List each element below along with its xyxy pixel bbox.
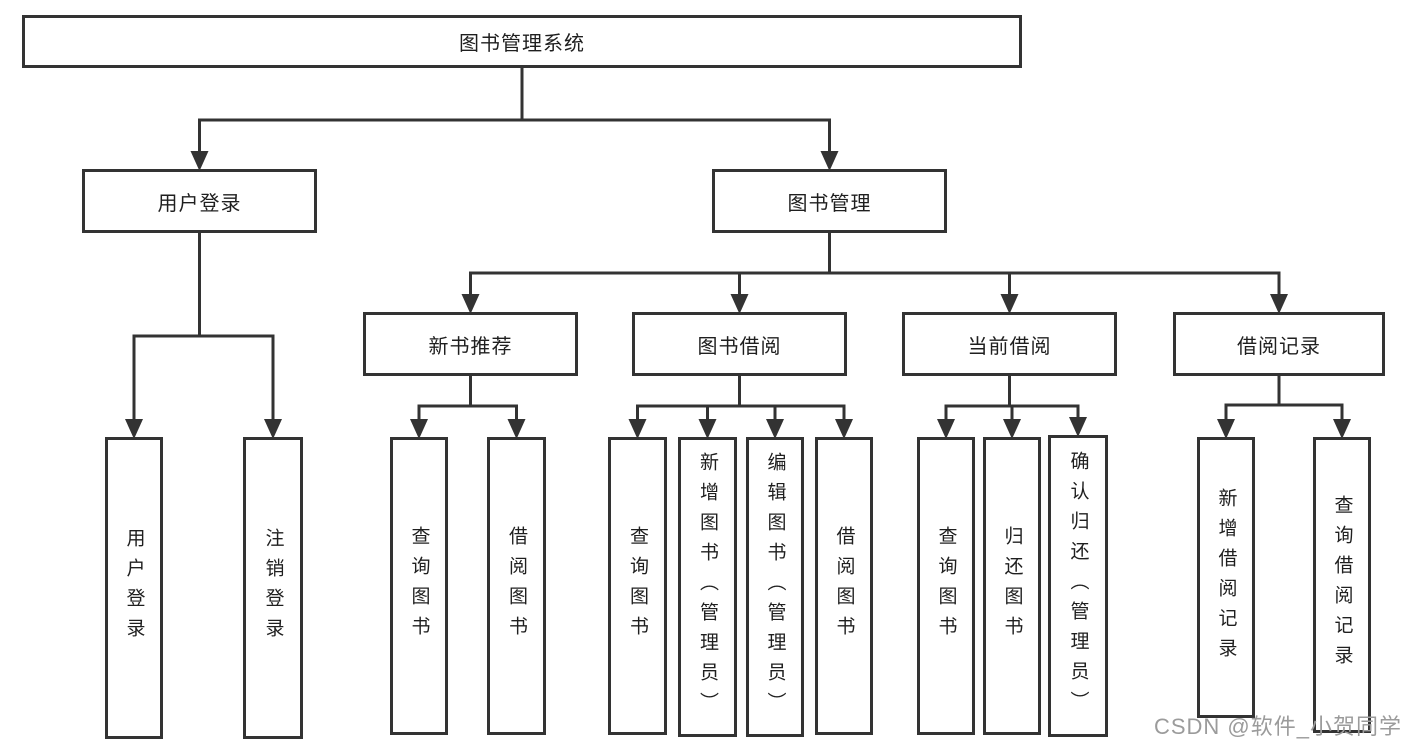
arrowhead-icon — [820, 151, 839, 171]
node-b-edit: 编辑图书（管理员） — [746, 437, 804, 737]
node-b-add: 新增图书（管理员） — [678, 437, 737, 737]
arrowhead-icon — [190, 151, 209, 171]
node-b-query: 查询图书 — [608, 437, 667, 735]
node-mgmt: 图书管理 — [712, 169, 947, 233]
arrowhead-icon — [1003, 419, 1021, 439]
node-label: 用户登录 — [123, 528, 145, 648]
arrowhead-icon — [1000, 294, 1019, 314]
node-label: 查询图书 — [408, 526, 430, 646]
arrowhead-icon — [507, 419, 526, 439]
node-c-return: 归还图书 — [983, 437, 1041, 735]
arrowhead-icon — [698, 419, 717, 439]
node-label: 归还图书 — [1001, 526, 1023, 646]
node-label: 注销登录 — [262, 528, 284, 648]
node-label: 图书管理系统 — [459, 33, 585, 55]
arrowhead-icon — [835, 419, 853, 439]
node-nb-borrow: 借阅图书 — [487, 437, 546, 735]
node-label: 新书推荐 — [428, 335, 513, 358]
watermark: CSDN @软件_小贺同学 — [1153, 714, 1402, 739]
node-label: 新增图书（管理员） — [697, 452, 718, 722]
arrowhead-icon — [461, 294, 480, 314]
node-login: 用户登录 — [82, 169, 317, 233]
arrowhead-icon — [937, 419, 955, 439]
arrowhead-icon — [766, 419, 784, 439]
node-r-query: 查询借阅记录 — [1313, 437, 1371, 733]
arrowhead-icon — [410, 419, 428, 439]
node-r-add: 新增借阅记录 — [1197, 437, 1255, 718]
node-label: 图书借阅 — [697, 335, 782, 358]
node-label: 当前借阅 — [967, 335, 1052, 358]
node-label: 编辑图书（管理员） — [764, 452, 786, 722]
arrowhead-icon — [125, 419, 143, 439]
node-label: 用户登录 — [157, 192, 242, 215]
arrowhead-icon — [1069, 417, 1087, 437]
node-label: 借阅图书 — [833, 526, 855, 646]
node-label: 查询借阅记录 — [1331, 495, 1353, 675]
arrowhead-icon — [628, 419, 647, 439]
arrowhead-icon — [1270, 294, 1288, 314]
node-label: 查询图书 — [935, 526, 957, 646]
node-label: 借阅图书 — [506, 526, 527, 646]
arrowhead-icon — [1333, 419, 1351, 439]
node-label: 查询图书 — [627, 526, 648, 646]
node-logout: 注销登录 — [243, 437, 303, 739]
arrowhead-icon — [1217, 419, 1235, 439]
arrowhead-icon — [730, 294, 749, 314]
node-records: 借阅记录 — [1173, 312, 1385, 376]
node-current: 当前借阅 — [902, 312, 1117, 376]
node-label: 借阅记录 — [1237, 335, 1321, 358]
node-nb-query: 查询图书 — [390, 437, 448, 735]
node-c-query: 查询图书 — [917, 437, 975, 735]
node-b-borrow: 借阅图书 — [815, 437, 873, 735]
node-label: 图书管理 — [787, 192, 872, 215]
arrowhead-icon — [264, 419, 282, 439]
node-borrow: 图书借阅 — [632, 312, 847, 376]
node-label: 新增借阅记录 — [1215, 487, 1237, 668]
node-label: 确认归还（管理员） — [1067, 451, 1089, 721]
node-c-confirm: 确认归还（管理员） — [1048, 435, 1108, 737]
node-new-books: 新书推荐 — [363, 312, 578, 376]
node-user-login: 用户登录 — [105, 437, 163, 739]
node-root: 图书管理系统 — [22, 15, 1022, 68]
